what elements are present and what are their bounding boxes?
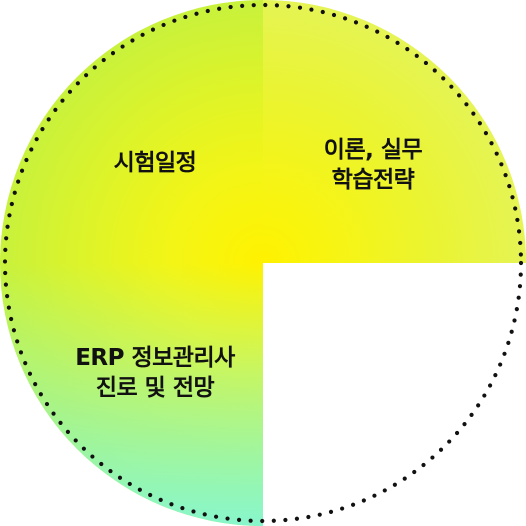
empty-quadrant bbox=[263, 263, 526, 526]
segment-label-career-outlook-line-2: 진로 및 전망 bbox=[95, 375, 215, 401]
segment-label-theory-practice: 이론, 실무 학습전략 bbox=[323, 135, 423, 195]
segment-label-exam-schedule-line-1: 시험일정 bbox=[113, 150, 197, 176]
segment-label-career-outlook: ERP 정보관리사 진로 및 전망 bbox=[75, 343, 235, 403]
segment-label-career-outlook-line-1: ERP 정보관리사 bbox=[75, 345, 235, 371]
segment-label-exam-schedule: 시험일정 bbox=[114, 148, 197, 178]
segment-label-theory-practice-line-2: 학습전략 bbox=[331, 167, 415, 193]
segment-label-theory-practice-line-1: 이론, 실무 bbox=[323, 137, 423, 163]
